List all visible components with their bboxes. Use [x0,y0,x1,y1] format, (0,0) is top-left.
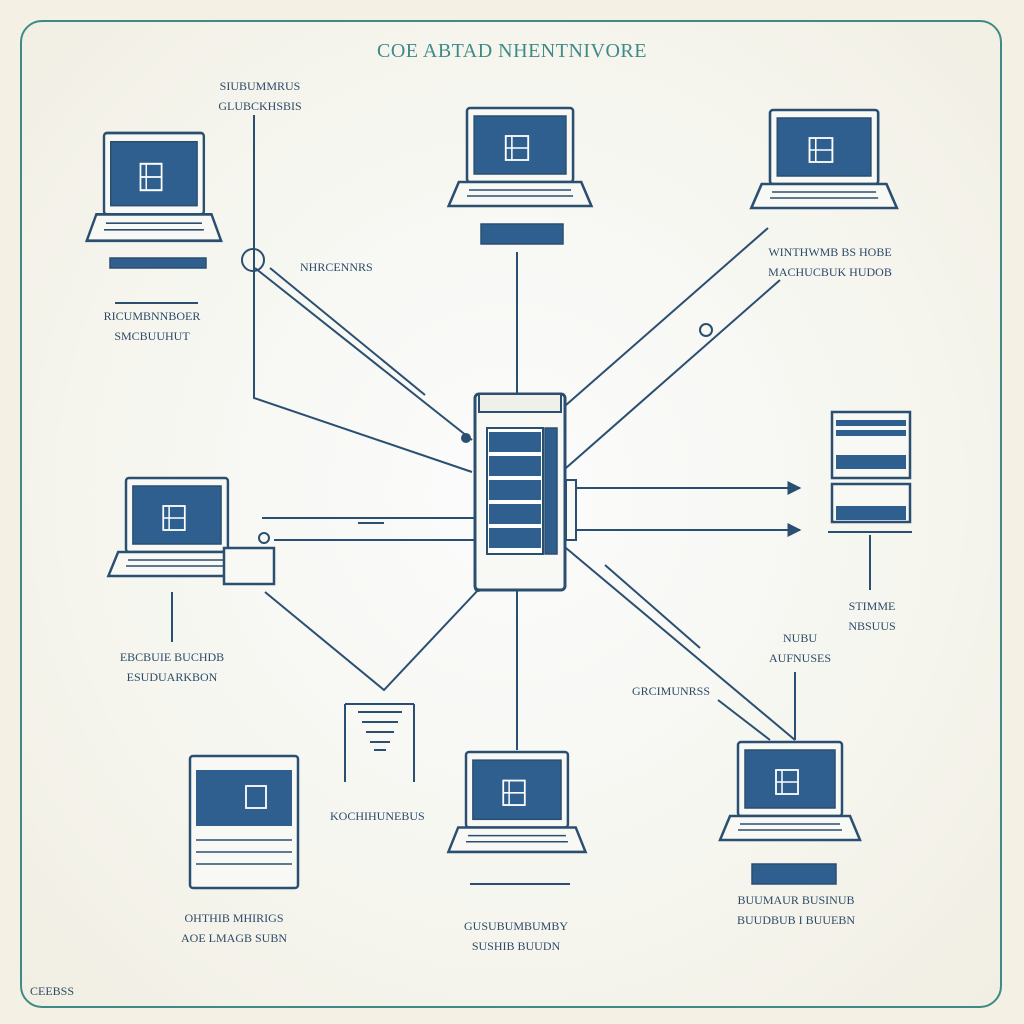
laptop-top-right [749,108,899,210]
laptop-top-center-stand [480,223,564,245]
laptop-bottom-center [447,750,587,854]
tablet-bottom-left [188,754,300,890]
connection-lines [115,115,871,750]
laptop-top-center [447,106,593,208]
link-lower-right-inner [604,564,701,649]
link-top-left-callout [253,115,473,473]
label-right-server: STIMME NBSUUS [848,599,896,633]
label-lower-mid-link: GRCIMUNRSS [632,684,711,698]
label-upper-left-device: RICUMBNNBOER SMCBUUHUT [103,309,201,343]
link-upper-right-lower [565,279,781,469]
callout-node [241,248,265,272]
corner-label: CEEBSS [30,984,75,998]
link-lower-left-v [264,587,481,692]
label-top-left-callout: SIUBUMMRUS GLUBCKHSBIS [218,79,302,113]
label-bottom-center-device: GUSUBUMBUMBY SUSHIB BUUDN [463,919,569,953]
link-upper-right [565,227,769,406]
laptop-bottom-right-stand [751,863,837,885]
link-upper-left-inner [269,267,426,396]
laptop-mid-left-extension [222,546,276,586]
connector-dot-c [258,532,270,544]
link-upper-left [254,267,473,441]
central-server [473,392,577,592]
label-mid-left-device: EBCBUIE BUCHDB ESUDUARKBON [119,650,225,684]
link-lower-right-tail [717,699,771,741]
label-upper-right-device: WINTHWMB BS HOBE MACHUCBUK HUDOB [768,245,892,279]
diagram-title: COE ABTAD NHENTNIVORE [377,40,647,62]
connector-dot-a [461,433,471,443]
connector-dot-b [699,323,713,337]
label-bottom-right-device: BUUMAUR BUSINUB BUUDBUB I BUUEBN [736,893,856,927]
label-upper-line: NHRCENNRS [300,260,373,274]
label-bottom-center-link: KOCHIHUNEBUS [330,809,425,823]
laptop-bottom-right [718,740,862,842]
laptop-top-left-base [109,257,207,269]
link-lower-right [565,547,796,741]
right-rack-server [828,410,912,533]
label-bottom-left-device: OHTHIB MHIRIGS AOE LMAGB SUBN [180,911,288,945]
laptop-top-left [85,131,223,243]
label-right-mid: NUBU AUFNUSES [768,631,832,665]
document-icon [344,703,415,782]
